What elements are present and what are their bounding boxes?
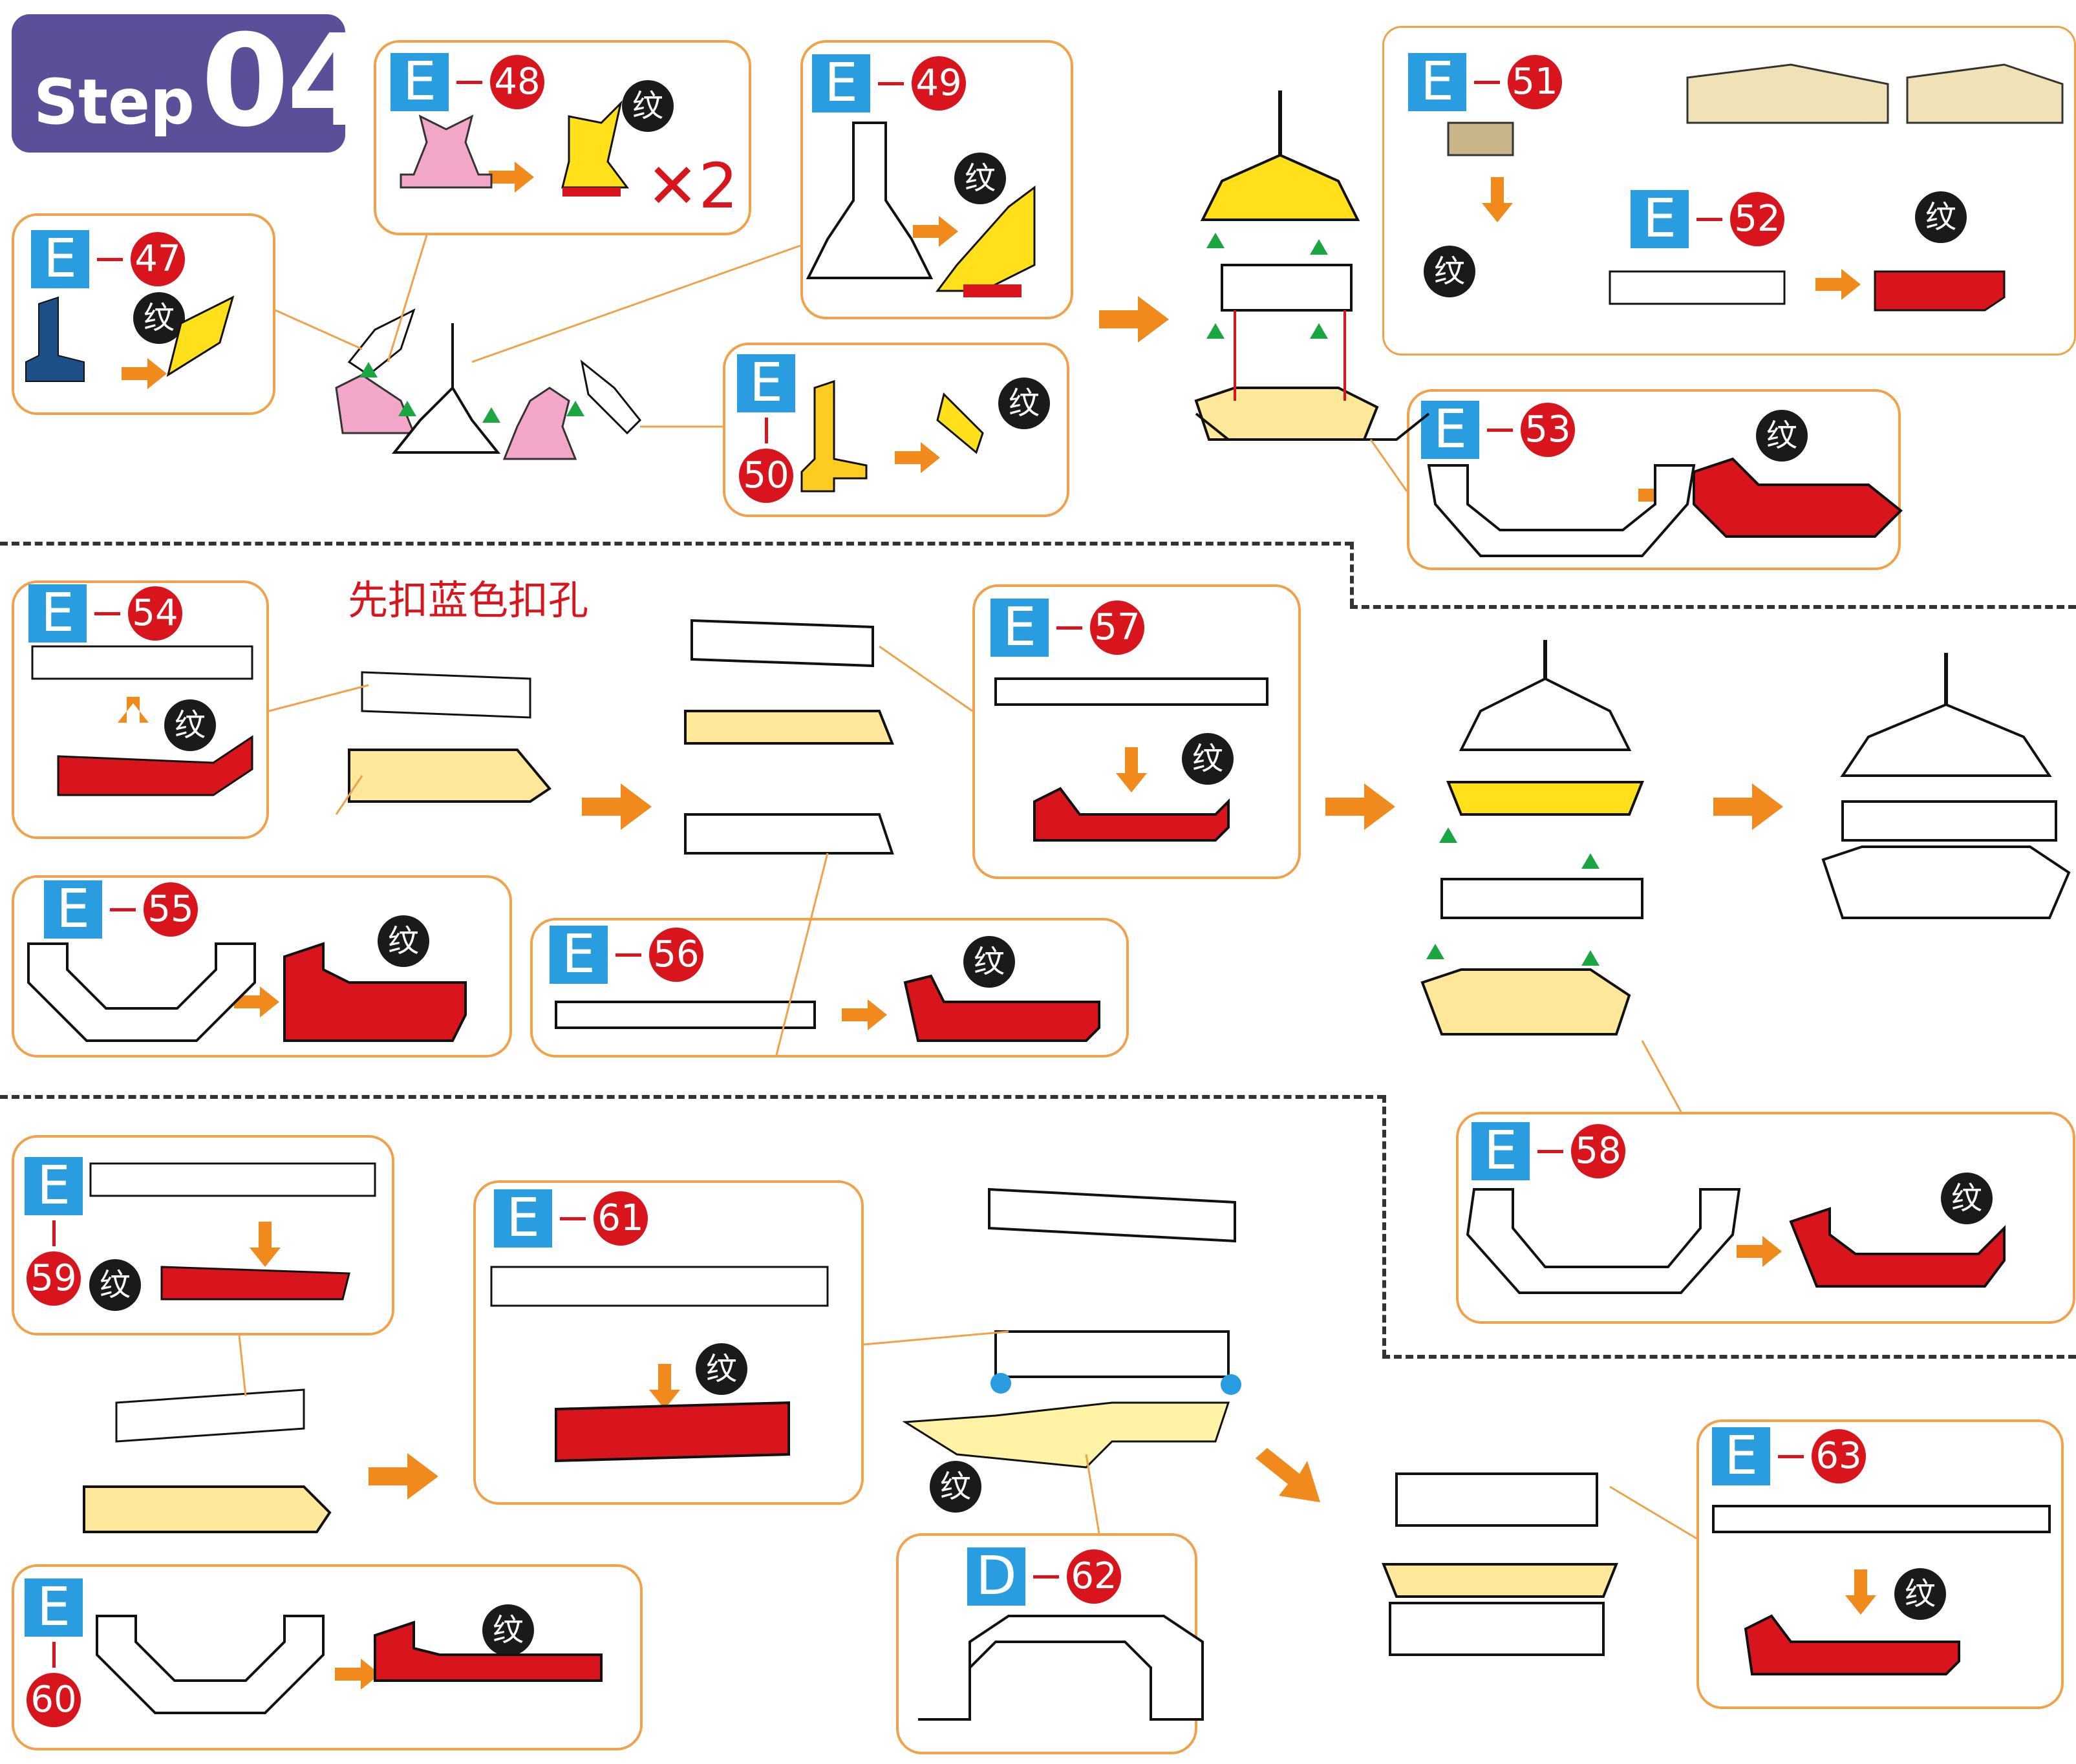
fold-mark-icon: 纹: [954, 153, 1006, 204]
fold-mark-icon: 纹: [1756, 410, 1808, 462]
dash: [615, 953, 641, 957]
step-number-badge: 57: [1090, 600, 1144, 655]
dash: [110, 908, 136, 911]
fold-mark-icon: 纹: [378, 915, 429, 967]
step-label-e59: E 59: [25, 1157, 83, 1306]
step-number-badge: 54: [128, 586, 182, 641]
fold-mark-icon: 纹: [696, 1343, 747, 1395]
dash: [1056, 626, 1082, 630]
dash: [1487, 428, 1513, 432]
step-number-badge: 59: [27, 1251, 81, 1306]
step-number-badge: 51: [1508, 55, 1562, 109]
separator-1: [0, 542, 1353, 546]
step-label-e51: E 51: [1408, 53, 1562, 111]
fold-mark-icon: 纹: [1182, 733, 1234, 785]
step-letter: D: [967, 1547, 1025, 1606]
step-label-e63: E 63: [1712, 1427, 1866, 1485]
dash: [52, 1642, 56, 1668]
step-letter: E: [737, 354, 795, 412]
step-number-badge: 60: [27, 1673, 81, 1727]
step-number-badge: 61: [594, 1191, 648, 1246]
separator-2: [0, 1095, 1385, 1099]
step-label-e48: E 48: [391, 53, 544, 111]
fold-mark-icon: 纹: [89, 1259, 141, 1311]
fold-mark-icon: 纹: [1894, 1568, 1946, 1620]
step-letter: E: [1471, 1122, 1530, 1180]
dash: [1778, 1454, 1804, 1458]
separator-2b: [1382, 1355, 2076, 1359]
step-letter: E: [25, 1157, 83, 1215]
step-number-badge: 49: [912, 56, 966, 111]
dash: [456, 80, 482, 84]
step-letter: E: [990, 599, 1049, 657]
dash: [1537, 1149, 1563, 1153]
step-letter: E: [28, 584, 87, 643]
step-letter: E: [25, 1578, 83, 1637]
dash: [1696, 217, 1722, 221]
step-number-badge: 47: [131, 232, 185, 286]
step-letter: E: [1421, 401, 1479, 459]
step-letter: E: [391, 53, 449, 111]
step-label-d62: D 62: [967, 1547, 1121, 1606]
step-number-badge: 48: [490, 55, 544, 109]
step-badge: Step 04: [12, 14, 375, 153]
step-letter: E: [494, 1189, 552, 1248]
step-number-badge: 62: [1067, 1549, 1121, 1604]
step-letter: E: [812, 54, 870, 112]
step-label-e60: E 60: [25, 1578, 83, 1727]
step-letter: E: [1631, 190, 1689, 248]
dash: [1474, 80, 1500, 84]
step-letter: E: [1712, 1427, 1770, 1485]
step-number: 04: [200, 7, 375, 155]
step-letter: E: [550, 926, 608, 984]
step-letter: E: [44, 880, 102, 939]
step-letter: E: [1408, 53, 1466, 111]
step-label-e50: E 50: [737, 354, 795, 503]
fold-mark-icon: 纹: [133, 292, 185, 344]
step-label-e54: E 54: [28, 584, 182, 643]
fold-mark-icon: 纹: [1941, 1173, 1993, 1224]
instruction-note: 先扣蓝色扣孔: [348, 577, 589, 624]
fold-mark-icon: 纹: [622, 80, 674, 132]
step-number-badge: 55: [144, 882, 198, 937]
separator-1b: [1350, 605, 2076, 609]
fold-mark-icon: 纹: [963, 936, 1015, 988]
separator-2-vertical: [1382, 1095, 1386, 1357]
step-label-e53: E 53: [1421, 401, 1575, 459]
step-letter: E: [31, 230, 89, 288]
step-number-badge: 50: [739, 449, 793, 503]
step-label-e47: E 47: [31, 230, 185, 288]
fold-mark-icon: 纹: [930, 1461, 981, 1513]
step-label-e49: E 49: [812, 54, 966, 112]
dash: [94, 611, 120, 615]
fold-mark-icon: 纹: [1915, 191, 1967, 243]
step-label-e52: E 52: [1631, 190, 1784, 248]
dash: [878, 81, 904, 85]
step-label-e58: E 58: [1471, 1122, 1625, 1180]
fold-mark-icon: 纹: [482, 1604, 534, 1656]
step-number-badge: 58: [1571, 1124, 1625, 1178]
dash: [764, 418, 768, 443]
step-label-e56: E 56: [550, 926, 703, 984]
dash: [560, 1217, 586, 1220]
step-number-badge: 53: [1521, 403, 1575, 457]
step-word: Step: [34, 66, 195, 138]
dash: [1033, 1575, 1059, 1578]
step-label-e55: E 55: [44, 880, 198, 939]
step-label-e57: E 57: [990, 599, 1144, 657]
dash: [52, 1220, 56, 1246]
step-number-badge: 52: [1730, 192, 1784, 246]
multiplier-label: ✕2: [647, 150, 738, 222]
fold-mark-icon: 纹: [164, 699, 216, 751]
step-number-badge: 56: [649, 928, 703, 982]
step-label-e61: E 61: [494, 1189, 648, 1248]
dash: [97, 257, 123, 261]
separator-1-vertical: [1350, 542, 1354, 606]
fold-mark-icon: 纹: [998, 377, 1050, 429]
step-number-badge: 63: [1812, 1429, 1866, 1483]
fold-mark-icon: 纹: [1424, 246, 1475, 297]
